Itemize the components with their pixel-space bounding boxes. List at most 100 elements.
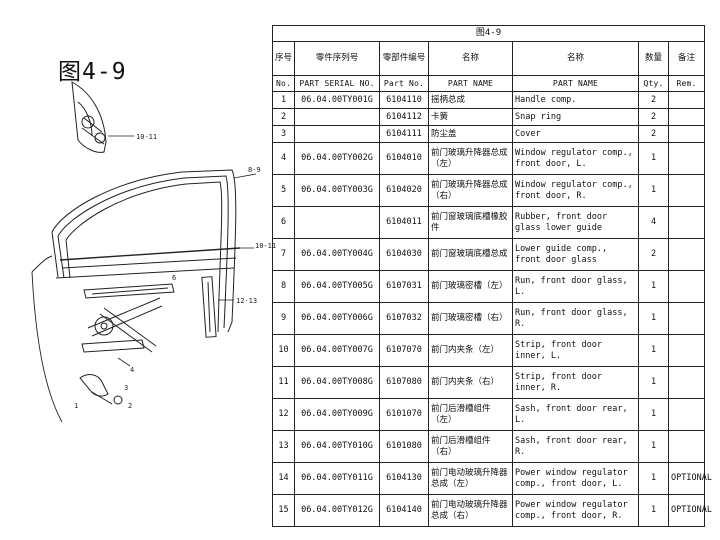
- cell-serial: [294, 108, 380, 126]
- cell-name-en: Snap ring: [512, 108, 639, 126]
- cell-part-no: 6104020: [379, 174, 429, 207]
- cell-remark: [667, 270, 706, 303]
- cell-no: 2: [272, 108, 295, 126]
- header-en-name: PART NAME: [428, 75, 513, 92]
- cell-name-en: Window regulator comp., front door, L.: [512, 142, 639, 175]
- lower-guide-drawing: [83, 283, 175, 299]
- cell-no: 12: [272, 398, 295, 431]
- cell-serial: [294, 206, 380, 239]
- cell-name-en: Rubber, front door glass lower guide: [512, 206, 639, 239]
- callout-10-11-mid: 10-11: [255, 242, 276, 250]
- cell-remark: [667, 206, 706, 239]
- cell-remark: [667, 430, 706, 463]
- figure-label: 图4-9: [58, 59, 127, 85]
- cell-no: 1: [272, 91, 295, 109]
- cell-no: 4: [272, 142, 295, 175]
- cell-qty: 1: [638, 142, 669, 175]
- cell-remark: [667, 334, 706, 367]
- cell-name-en: Handle comp.: [512, 91, 639, 109]
- cell-serial: 06.04.00TY003G: [294, 174, 380, 207]
- cell-no: 10: [272, 334, 295, 367]
- cell-remark: [667, 125, 706, 143]
- cell-name-cn: 摇柄总成: [428, 91, 513, 109]
- header-cn-name-en: 名称: [512, 41, 639, 76]
- cell-remark: [667, 91, 706, 109]
- header-en-serial: PART SERIAL NO.: [294, 75, 380, 92]
- header-cn-part-no: 零部件编号: [379, 41, 429, 76]
- cell-part-no: 6101080: [379, 430, 429, 463]
- cell-part-no: 6107080: [379, 366, 429, 399]
- cell-part-no: 6107070: [379, 334, 429, 367]
- cell-serial: 06.04.00TY012G: [294, 494, 380, 527]
- cell-part-no: 6107031: [379, 270, 429, 303]
- cell-name-cn: 前门玻璃升降器总成（右）: [428, 174, 513, 207]
- cell-qty: 1: [638, 174, 669, 207]
- callout-6: 6: [172, 274, 176, 282]
- cell-qty: 1: [638, 398, 669, 431]
- header-row-cn: 序号 零件序列号 零部件编号 名称 名称 数量 备注: [272, 41, 706, 76]
- cell-name-en: Lower guide comp., front door glass: [512, 238, 639, 271]
- cell-name-cn: 前门玻璃密槽（右）: [428, 302, 513, 335]
- cell-qty: 1: [638, 462, 669, 495]
- cell-name-cn: 前门内夹条（左）: [428, 334, 513, 367]
- cell-remark: [667, 174, 706, 207]
- rear-sash-drawing: [201, 276, 217, 338]
- cell-remark: [667, 142, 706, 175]
- cell-name-en: Run, front door glass, R.: [512, 302, 639, 335]
- cell-no: 8: [272, 270, 295, 303]
- cell-no: 13: [272, 430, 295, 463]
- header-cn-qty: 数量: [638, 41, 669, 76]
- cell-name-en: Sash, front door rear, L.: [512, 398, 639, 431]
- cell-no: 15: [272, 494, 295, 527]
- cell-part-no: 6104112: [379, 108, 429, 126]
- cell-serial: 06.04.00TY001G: [294, 91, 380, 109]
- handle-drawing: [79, 374, 123, 405]
- cell-remark: [667, 238, 706, 271]
- cell-name-cn: 前门电动玻璃升降器总成（右）: [428, 494, 513, 527]
- cell-name-en: Sash, front door rear, R.: [512, 430, 639, 463]
- cell-qty: 1: [638, 366, 669, 399]
- cell-remark: OPTIONAL: [667, 462, 712, 495]
- cell-part-no: 6104030: [379, 238, 429, 271]
- callout-8-9: 8-9: [248, 166, 261, 174]
- cell-part-no: 6104111: [379, 125, 429, 143]
- parts-table: 图4-9 序号 零件序列号 零部件编号 名称 名称 数量 备注 No. PART…: [271, 25, 712, 527]
- cell-name-en: Power window regulator comp., front door…: [512, 494, 639, 527]
- callout-1: 1: [74, 402, 78, 410]
- header-en-qty: Qty.: [638, 75, 669, 92]
- header-en-part-no: Part No.: [379, 75, 429, 92]
- cell-name-cn: 前门电动玻璃升降器总成（左）: [428, 462, 513, 495]
- header-en-no: No.: [272, 75, 295, 92]
- cell-no: 7: [272, 238, 295, 271]
- callout-10-11-top: 10-11: [136, 133, 157, 141]
- cell-remark: [667, 398, 706, 431]
- cell-part-no: 6104011: [379, 206, 429, 239]
- cell-part-no: 6104140: [379, 494, 429, 527]
- cell-no: 5: [272, 174, 295, 207]
- cell-part-no: 6104110: [379, 91, 429, 109]
- header-cn-name: 名称: [428, 41, 513, 76]
- cell-serial: 06.04.00TY011G: [294, 462, 380, 495]
- cell-qty: 2: [638, 108, 669, 126]
- callout-3: 3: [124, 384, 128, 392]
- table-title: 图4-9: [271, 25, 706, 42]
- header-row-en: No. PART SERIAL NO. Part No. PART NAME P…: [272, 75, 706, 92]
- cell-qty: 1: [638, 270, 669, 303]
- cell-serial: 06.04.00TY008G: [294, 366, 380, 399]
- cell-name-cn: 前门玻璃密槽（左）: [428, 270, 513, 303]
- cell-qty: 4: [638, 206, 669, 239]
- cell-qty: 2: [638, 125, 669, 143]
- cell-name-cn: 前门窗玻璃底槽总成: [428, 238, 513, 271]
- cell-no: 9: [272, 302, 295, 335]
- cell-name-cn: 前门窗玻璃底槽橡胶件: [428, 206, 513, 239]
- header-en-name-en: PART NAME: [512, 75, 639, 92]
- cell-remark: OPTIONAL: [667, 494, 712, 527]
